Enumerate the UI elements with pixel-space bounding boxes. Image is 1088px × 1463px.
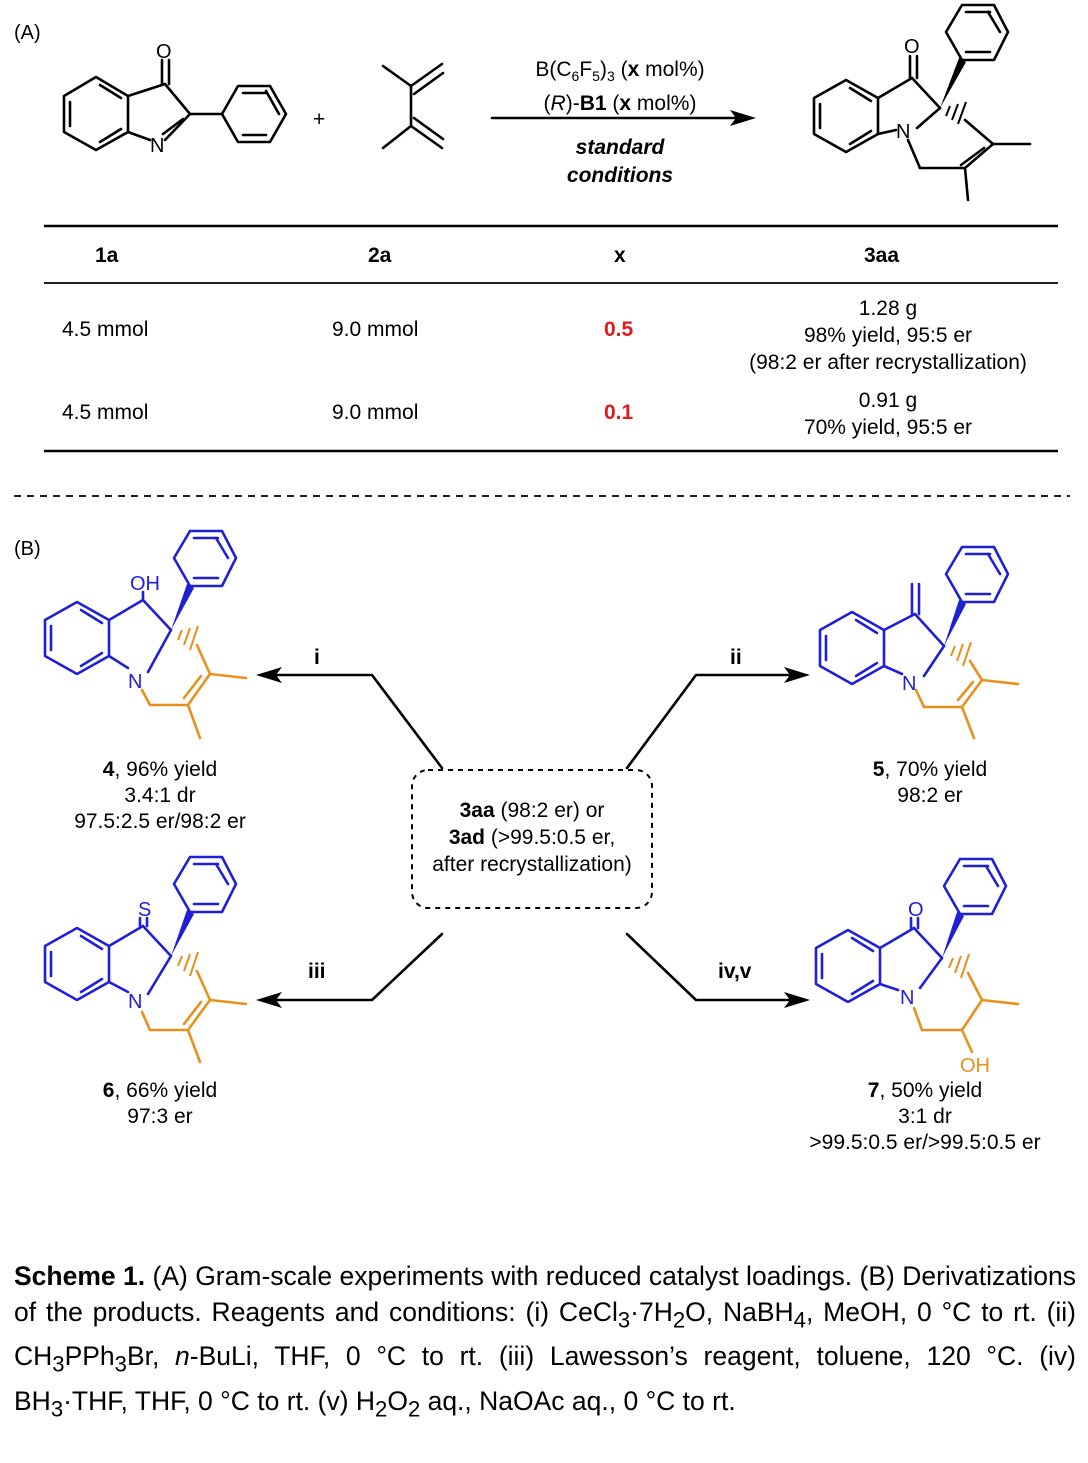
row1-x: 0.5: [604, 318, 634, 341]
th-3aa: 3aa: [864, 244, 900, 267]
row1-1a: 4.5 mmol: [62, 318, 149, 341]
arrow-iv-v: [625, 932, 792, 1002]
atom-n-3aa: N: [896, 121, 910, 143]
conditions-standard: standard: [575, 136, 665, 160]
atom-s-6: S: [138, 899, 151, 921]
row2-1a: 4.5 mmol: [62, 401, 149, 424]
row1-yield: 98% yield, 95:5 er: [803, 324, 973, 347]
panel-a-label: (A): [14, 22, 41, 44]
row1-mass: 1.28 g: [858, 297, 918, 320]
conditions-conditions: conditions: [566, 164, 674, 188]
label-iv-v: iv,v: [718, 960, 752, 983]
product-7-structure: [814, 857, 1020, 1054]
atom-n-7: N: [900, 987, 914, 1009]
conditions-catalyst-line: B(C6F5)3 (x mol%): [535, 58, 705, 85]
th-1a: 1a: [95, 244, 119, 267]
row2-2a: 9.0 mmol: [332, 401, 419, 424]
plus-sign: +: [313, 108, 326, 131]
product-4-structure: [43, 529, 248, 740]
scheme-caption: Scheme 1. (A) Gram-scale experiments wit…: [14, 1261, 1077, 1421]
arrow-i: [274, 673, 444, 770]
reactant-2a-structure: [381, 62, 445, 150]
center-box: [411, 769, 653, 909]
product-7-label: 7, 50% yield 3:1 dr >99.5:0.5 er/>99.5:0…: [809, 1079, 1041, 1154]
product-5-structure: [818, 545, 1020, 740]
atom-o-3aa: O: [904, 36, 920, 58]
atom-n-5: N: [902, 673, 916, 695]
atom-oh-7: OH: [960, 1055, 990, 1077]
product-4-label: 4, 96% yield 3.4:1 dr 97.5:2.5 er/98:2 e…: [74, 758, 246, 833]
row2-3aa: 0.91 g 70% yield, 95:5 er: [720, 387, 1056, 441]
atom-o-7: O: [908, 899, 924, 921]
panel-b-label: (B): [14, 538, 41, 560]
label-ii: ii: [730, 646, 742, 669]
atom-o-1a: O: [156, 41, 172, 63]
row2-mass: 0.91 g: [858, 389, 918, 412]
arrow-iii: [274, 932, 444, 1002]
product-6-structure: [43, 855, 248, 1064]
product-3aa-structure: [812, 3, 1032, 202]
label-iii: iii: [308, 960, 326, 983]
th-2a: 2a: [368, 244, 392, 267]
center-box-text: 3aa (98:2 er) or 3ad (>99.5:0.5 er, afte…: [432, 799, 632, 876]
th-x: x: [614, 244, 626, 267]
row1-recryst: (98:2 er after recrystallization): [749, 351, 1027, 374]
atom-n-4: N: [128, 671, 142, 693]
row1-3aa: 1.28 g 98% yield, 95:5 er (98:2 er after…: [720, 295, 1056, 376]
row2-yield: 70% yield, 95:5 er: [803, 416, 973, 439]
reaction-conditions: B(C6F5)3 (x mol%) (R)-B1 (x mol%) standa…: [470, 56, 770, 190]
arrow-ii: [625, 673, 792, 770]
row1-2a: 9.0 mmol: [332, 318, 419, 341]
product-6-label: 6, 66% yield 97:3 er: [102, 1079, 218, 1128]
conditions-cocatalyst-line: (R)-B1 (x mol%): [543, 92, 697, 116]
label-i: i: [314, 646, 320, 669]
product-5-label: 5, 70% yield 98:2 er: [872, 758, 988, 807]
atom-oh-4: OH: [130, 573, 160, 595]
atom-n-6: N: [128, 991, 142, 1013]
row2-x: 0.1: [604, 401, 634, 424]
atom-n-1a: N: [150, 135, 164, 157]
reactant-1a-structure: [62, 58, 288, 152]
